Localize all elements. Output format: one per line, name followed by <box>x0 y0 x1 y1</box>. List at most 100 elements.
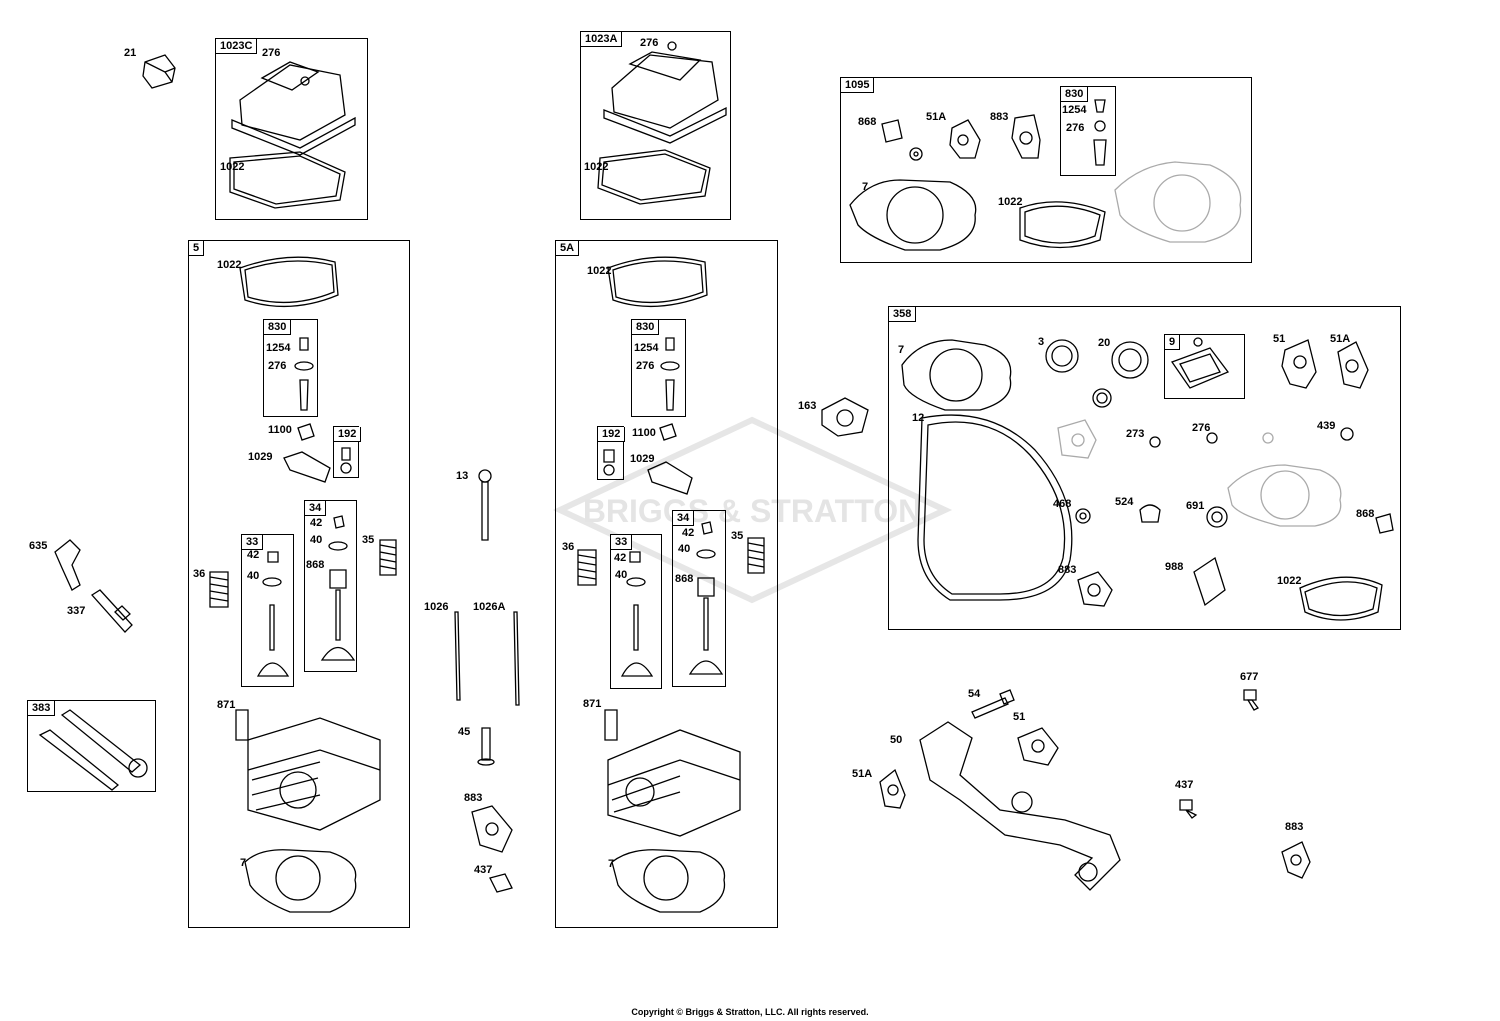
callout-51A[interactable]: 51A <box>852 768 873 780</box>
copyright-notice: Copyright © Briggs & Stratton, LLC. All … <box>631 1007 869 1017</box>
box-label-5[interactable]: 5 <box>189 241 205 256</box>
part-1023C-cover <box>229 61 356 209</box>
callout-883[interactable]: 883 <box>1058 564 1077 576</box>
callout-988[interactable]: 988 <box>1165 561 1184 573</box>
box-label-192[interactable]: 192 <box>598 427 626 442</box>
callout-691[interactable]: 691 <box>1186 500 1205 512</box>
callout-1029[interactable]: 1029 <box>630 453 655 465</box>
callout-883[interactable]: 883 <box>464 792 483 804</box>
callout-871[interactable]: 871 <box>583 698 602 710</box>
callout-1022[interactable]: 1022 <box>584 161 609 173</box>
callout-42[interactable]: 42 <box>247 549 260 561</box>
callout-1022[interactable]: 1022 <box>998 196 1023 208</box>
callout-1254[interactable]: 1254 <box>1062 104 1087 116</box>
callout-42[interactable]: 42 <box>310 517 323 529</box>
callout-7[interactable]: 7 <box>862 181 869 193</box>
callout-1100[interactable]: 1100 <box>268 424 292 436</box>
callout-7[interactable]: 7 <box>608 858 615 870</box>
callout-35[interactable]: 35 <box>362 534 375 546</box>
callout-868[interactable]: 868 <box>306 559 325 571</box>
callout-1029[interactable]: 1029 <box>248 451 273 463</box>
callout-54[interactable]: 54 <box>968 688 981 700</box>
box-1095: 1095 <box>840 77 1252 263</box>
callout-437[interactable]: 437 <box>1175 779 1194 791</box>
callout-276[interactable]: 276 <box>268 360 287 372</box>
callout-524[interactable]: 524 <box>1115 496 1134 508</box>
callout-1026A[interactable]: 1026A <box>473 601 506 613</box>
callout-1022[interactable]: 1022 <box>217 259 242 271</box>
callout-437[interactable]: 437 <box>474 864 493 876</box>
box-label-34[interactable]: 34 <box>305 501 327 516</box>
part-51-gasket <box>1017 727 1059 766</box>
box-label-192[interactable]: 192 <box>334 427 362 442</box>
callout-42[interactable]: 42 <box>614 552 627 564</box>
box-5A: 5A <box>555 240 778 928</box>
callout-36[interactable]: 36 <box>193 568 206 580</box>
part-51A-gasket <box>879 768 906 809</box>
box-label-9[interactable]: 9 <box>1165 335 1181 350</box>
callout-7[interactable]: 7 <box>240 857 247 869</box>
callout-883[interactable]: 883 <box>990 111 1009 123</box>
callout-163[interactable]: 163 <box>798 400 817 412</box>
callout-276[interactable]: 276 <box>636 360 655 372</box>
box-label-1023C[interactable]: 1023C <box>216 39 258 54</box>
callout-1254[interactable]: 1254 <box>266 342 291 354</box>
part-5A-cylinder-head-assembly <box>577 256 765 913</box>
box-label-383[interactable]: 383 <box>28 701 56 716</box>
box-label-830[interactable]: 830 <box>1061 87 1089 102</box>
callout-883[interactable]: 883 <box>1285 821 1304 833</box>
callout-1022[interactable]: 1022 <box>587 265 612 277</box>
callout-42[interactable]: 42 <box>682 527 695 539</box>
callout-677[interactable]: 677 <box>1240 671 1259 683</box>
callout-51[interactable]: 51 <box>1273 333 1286 345</box>
callout-635[interactable]: 635 <box>29 540 48 552</box>
part-337-spark-plug <box>91 589 133 633</box>
callout-871[interactable]: 871 <box>217 699 236 711</box>
box-830-5A: 830 <box>631 319 686 417</box>
callout-468[interactable]: 468 <box>1053 498 1072 510</box>
callout-273[interactable]: 273 <box>1126 428 1145 440</box>
callout-868[interactable]: 868 <box>858 116 877 128</box>
callout-35[interactable]: 35 <box>731 530 744 542</box>
callout-21[interactable]: 21 <box>124 47 137 59</box>
box-33-5A: 33 <box>610 534 662 689</box>
callout-13[interactable]: 13 <box>456 470 469 482</box>
box-label-33[interactable]: 33 <box>242 535 264 550</box>
box-label-5A[interactable]: 5A <box>556 241 580 256</box>
callout-36[interactable]: 36 <box>562 541 575 553</box>
box-label-830[interactable]: 830 <box>632 320 660 335</box>
callout-40[interactable]: 40 <box>678 543 691 555</box>
callout-868[interactable]: 868 <box>675 573 694 585</box>
callout-3[interactable]: 3 <box>1038 336 1045 348</box>
callout-1022[interactable]: 1022 <box>220 161 245 173</box>
callout-50[interactable]: 50 <box>890 734 903 746</box>
callout-40[interactable]: 40 <box>247 570 260 582</box>
callout-7[interactable]: 7 <box>898 344 905 356</box>
callout-51[interactable]: 51 <box>1013 711 1026 723</box>
box-label-358[interactable]: 358 <box>889 307 917 322</box>
callout-1026[interactable]: 1026 <box>424 601 449 613</box>
callout-1022[interactable]: 1022 <box>1277 575 1302 587</box>
callout-276[interactable]: 276 <box>262 47 281 59</box>
callout-40[interactable]: 40 <box>615 569 628 581</box>
callout-337[interactable]: 337 <box>67 605 86 617</box>
callout-20[interactable]: 20 <box>1098 337 1111 349</box>
callout-1100[interactable]: 1100 <box>632 427 656 439</box>
callout-45[interactable]: 45 <box>458 726 471 738</box>
box-label-34[interactable]: 34 <box>673 511 695 526</box>
box-label-830[interactable]: 830 <box>264 320 292 335</box>
box-label-1023A[interactable]: 1023A <box>581 32 623 47</box>
callout-51A[interactable]: 51A <box>1330 333 1351 345</box>
callout-51A[interactable]: 51A <box>926 111 947 123</box>
callout-12[interactable]: 12 <box>912 412 925 424</box>
callout-40[interactable]: 40 <box>310 534 323 546</box>
box-label-33[interactable]: 33 <box>611 535 633 550</box>
callout-276[interactable]: 276 <box>640 37 659 49</box>
box-9: 9 <box>1164 334 1245 399</box>
callout-276[interactable]: 276 <box>1192 422 1211 434</box>
callout-276[interactable]: 276 <box>1066 122 1085 134</box>
box-label-1095[interactable]: 1095 <box>841 78 875 93</box>
callout-439[interactable]: 439 <box>1317 420 1336 432</box>
callout-868[interactable]: 868 <box>1356 508 1375 520</box>
callout-1254[interactable]: 1254 <box>634 342 659 354</box>
